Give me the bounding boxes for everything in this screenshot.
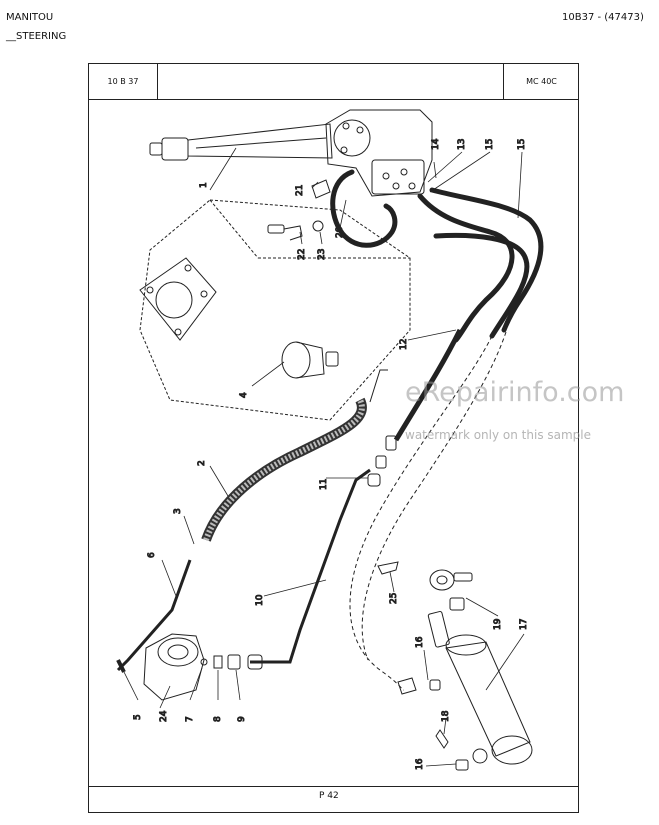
callout-10: 10 [255, 594, 265, 606]
callout-21: 21 [295, 185, 305, 196]
title-block [158, 64, 503, 100]
fittings-11 [367, 435, 397, 487]
callout-3: 3 [173, 508, 183, 514]
callout-20: 20 [335, 226, 345, 238]
leader-lines [123, 147, 525, 767]
callout-12: 12 [399, 339, 409, 350]
footer-rule [89, 786, 578, 787]
callout-22: 22 [297, 249, 307, 260]
doc-ref: 10B37 - (47473) [562, 12, 644, 23]
watermark-site: eRepairinfo.com [405, 377, 625, 408]
steering-unit [325, 109, 433, 197]
hydraulic-pump [143, 633, 205, 701]
bracket-25 [377, 561, 399, 575]
callout-25: 25 [389, 593, 399, 604]
drawing-frame: 10 B 37 MC 40C P 42 [88, 63, 579, 813]
callout-16a: 16 [415, 636, 425, 648]
ref-code: 10 B 37 [89, 64, 158, 100]
callout-8: 8 [213, 716, 223, 722]
steering-column [149, 123, 333, 161]
callout-15b: 15 [517, 139, 527, 150]
section-title: __STEERING [6, 31, 67, 42]
suction-hose [201, 397, 367, 542]
filter [281, 341, 339, 379]
callout-17: 17 [519, 619, 529, 630]
watermark-note: watermark only on this sample [405, 428, 592, 442]
callout-5: 5 [133, 714, 143, 720]
hydraulic-tank [139, 199, 411, 421]
callout-24: 24 [159, 710, 169, 722]
pipe-6 [116, 559, 192, 672]
callout-9: 9 [237, 716, 247, 722]
tank-cover-plate [139, 257, 217, 341]
model-label: MC 40C [503, 64, 579, 100]
fittings-21-23 [267, 179, 331, 241]
callout-23: 23 [317, 249, 327, 260]
callout-11: 11 [319, 479, 329, 490]
pressure-pipe-10 [250, 468, 371, 664]
callout-18: 18 [441, 710, 451, 722]
callout-19: 19 [493, 618, 503, 630]
cylinder-fittings [397, 677, 488, 771]
page-number: P 42 [319, 791, 339, 801]
callout-6: 6 [147, 552, 157, 558]
callout-7: 7 [185, 716, 195, 722]
callout-2: 2 [197, 460, 207, 466]
cylinder-hoses-dashed [349, 331, 507, 691]
pump-fittings [200, 654, 263, 670]
callout-13: 13 [457, 139, 467, 150]
callout-15a: 15 [485, 139, 495, 150]
steering-cylinder [427, 611, 533, 765]
callout-1: 1 [199, 182, 209, 188]
rod-end [429, 569, 473, 611]
top-hoses [330, 169, 544, 343]
callout-4: 4 [239, 392, 249, 398]
brand-label: MANITOU [6, 12, 54, 23]
callout-14: 14 [431, 138, 441, 150]
hose-12 [393, 328, 463, 442]
callout-16b: 16 [415, 758, 425, 770]
